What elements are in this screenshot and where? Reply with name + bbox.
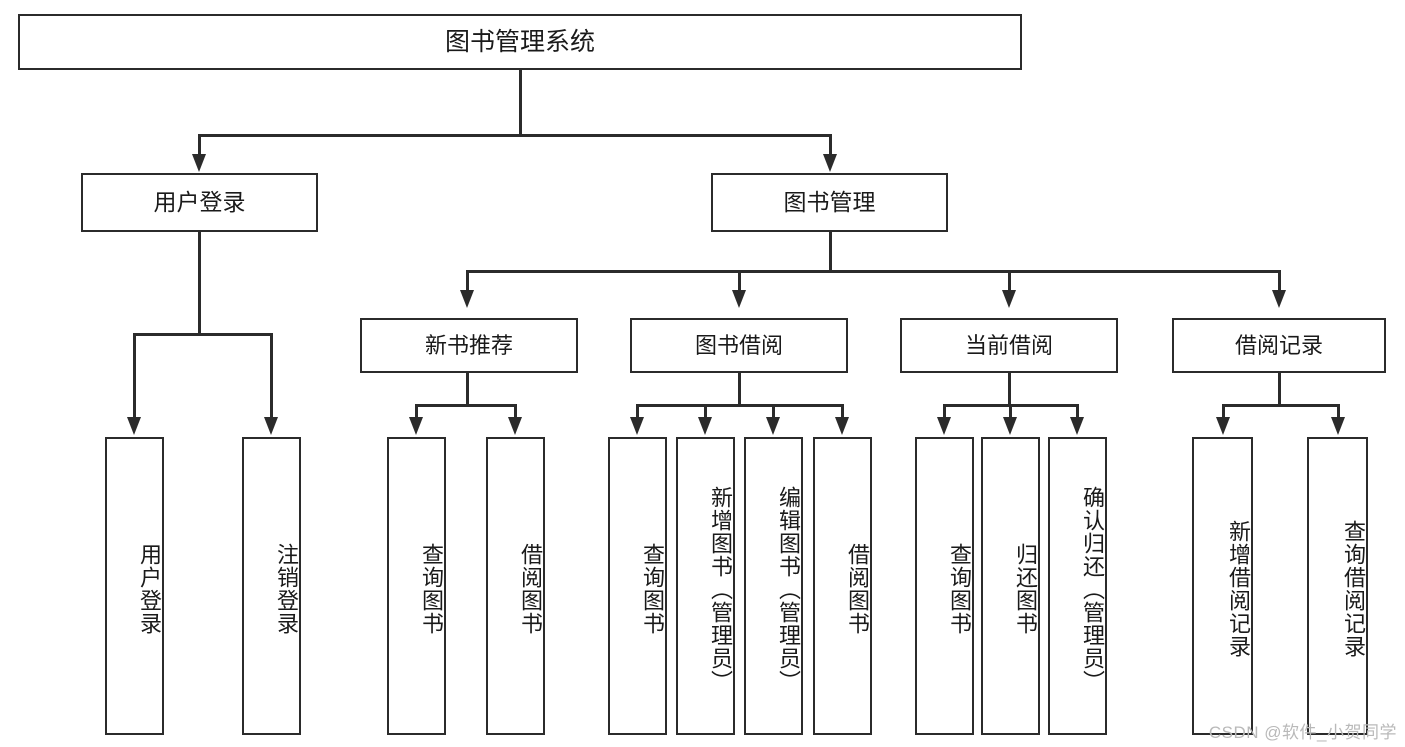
node-book-management[interactable]: 图书管理 [711,173,948,232]
arrowhead-cb-leaf-1 [937,417,951,435]
node-borrow-record[interactable]: 借阅记录 [1172,318,1386,373]
edge-book-management-bus [466,270,1280,273]
arrowhead-user-login-leaf-1 [127,417,141,435]
edge-bb-to-leaf-2 [704,404,707,419]
node-root-book-management-system[interactable]: 图书管理系统 [18,14,1022,70]
edge-bb-to-leaf-4 [841,404,844,419]
node-label: 借阅图书 [518,543,543,635]
edge-new-book-to-leaf-2 [514,404,517,419]
node-leaf-borrow-book[interactable]: 借阅图书 [813,437,872,735]
edge-bm-to-book-borrow [738,270,741,292]
edge-root-bus [198,134,832,137]
arrowhead-bb-leaf-2 [698,417,712,435]
edge-br-to-leaf-2 [1337,404,1340,419]
node-label: 借阅图书 [845,543,870,635]
edge-borrow-record-bus [1222,404,1339,407]
node-label: 图书借阅 [694,332,783,358]
node-label: 图书管理 [783,189,876,216]
arrowhead-user-login-leaf-2 [264,417,278,435]
arrowhead-cb-leaf-2 [1003,417,1017,435]
edge-cb-to-leaf-2 [1009,404,1012,419]
node-current-borrow[interactable]: 当前借阅 [900,318,1118,373]
node-leaf-return-book[interactable]: 归还图书 [981,437,1040,735]
node-leaf-user-login[interactable]: 用户登录 [105,437,164,735]
arrowhead-bb-leaf-4 [835,417,849,435]
edge-root-to-user-login [198,134,201,156]
node-label: 注销登录 [274,543,299,635]
node-label: 查询借阅记录 [1341,520,1366,658]
arrowhead-bb-leaf-3 [766,417,780,435]
arrowhead-br-leaf-2 [1331,417,1345,435]
arrowhead-bm-current-borrow [1002,290,1016,308]
arrowhead-bm-book-borrow [732,290,746,308]
node-label: 查询图书 [419,543,444,635]
edge-user-login-to-leaf-1 [133,333,136,419]
node-book-borrow[interactable]: 图书借阅 [630,318,848,373]
node-label: 新书推荐 [424,332,513,358]
edge-bm-to-current-borrow [1008,270,1011,292]
node-label: 新增借阅记录 [1226,520,1251,658]
arrowhead-cb-leaf-3 [1070,417,1084,435]
node-label: 归还图书 [1013,543,1038,635]
arrowhead-root-to-book-management [823,154,837,172]
edge-bm-to-new-book [466,270,469,292]
arrowhead-new-book-leaf-2 [508,417,522,435]
edge-br-to-leaf-1 [1222,404,1225,419]
node-leaf-logout[interactable]: 注销登录 [242,437,301,735]
node-leaf-query-book-recommend[interactable]: 查询图书 [387,437,446,735]
edge-borrow-record-stem [1278,373,1281,406]
edge-new-book-stem [466,373,469,406]
node-label: 用户登录 [153,189,246,216]
edge-root-stem [519,70,522,136]
arrowhead-root-to-user-login [192,154,206,172]
node-leaf-borrow-book-recommend[interactable]: 借阅图书 [486,437,545,735]
arrowhead-br-leaf-1 [1216,417,1230,435]
node-label: 用户登录 [137,543,162,635]
arrowhead-bb-leaf-1 [630,417,644,435]
node-new-book-recommend[interactable]: 新书推荐 [360,318,578,373]
node-label: 确认归还（管理员） [1080,485,1105,693]
node-user-login[interactable]: 用户登录 [81,173,318,232]
edge-user-login-stem [198,232,201,335]
node-leaf-query-book-current[interactable]: 查询图书 [915,437,974,735]
node-leaf-add-borrow-record[interactable]: 新增借阅记录 [1192,437,1253,735]
node-leaf-confirm-return-admin[interactable]: 确认归还（管理员） [1048,437,1107,735]
node-leaf-edit-book-admin[interactable]: 编辑图书（管理员） [744,437,803,735]
edge-bb-to-leaf-3 [772,404,775,419]
edge-book-management-stem [829,232,832,272]
edge-bm-to-borrow-record [1278,270,1281,292]
node-label: 查询图书 [947,543,972,635]
csdn-watermark: CSDN @软件_小贺同学 [1208,723,1397,742]
node-label: 新增图书（管理员） [708,485,733,693]
edge-bb-to-leaf-1 [636,404,639,419]
edge-new-book-bus [415,404,516,407]
edge-cb-to-leaf-3 [1076,404,1079,419]
arrowhead-bm-new-book [460,290,474,308]
node-label: 编辑图书（管理员） [776,485,801,693]
node-label: 借阅记录 [1234,332,1323,358]
edge-book-borrow-bus [636,404,843,407]
edge-new-book-to-leaf-1 [415,404,418,419]
node-label: 图书管理系统 [444,27,595,56]
edge-root-to-book-management [829,134,832,156]
edge-book-borrow-stem [738,373,741,406]
edge-current-borrow-stem [1008,373,1011,406]
node-leaf-add-book-admin[interactable]: 新增图书（管理员） [676,437,735,735]
edge-cb-to-leaf-1 [943,404,946,419]
node-label: 查询图书 [640,543,665,635]
node-leaf-query-borrow-record[interactable]: 查询借阅记录 [1307,437,1368,735]
edge-user-login-bus [133,333,272,336]
edge-user-login-to-leaf-2 [270,333,273,419]
arrowhead-bm-borrow-record [1272,290,1286,308]
arrowhead-new-book-leaf-1 [409,417,423,435]
node-label: 当前借阅 [964,332,1053,358]
node-leaf-query-book[interactable]: 查询图书 [608,437,667,735]
